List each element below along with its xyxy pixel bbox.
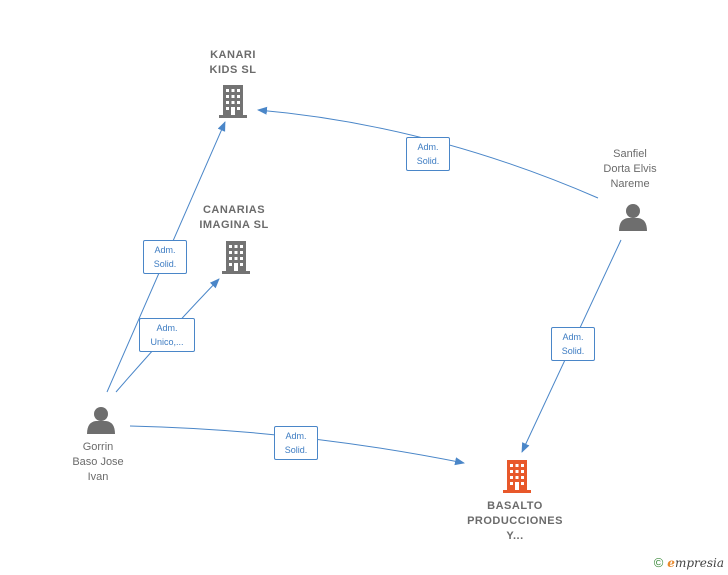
node-basalto-producciones[interactable]: BASALTO PRODUCCIONES Y... xyxy=(450,499,580,544)
edge-label-sanfiel-kanari[interactable]: Adm. Solid. xyxy=(406,137,450,171)
node-label-line: KIDS SL xyxy=(209,64,257,76)
edge-label-line: Solid. xyxy=(284,445,308,455)
node-label-line: IMAGINA SL xyxy=(199,219,269,231)
edge-label-line: Adm. xyxy=(562,332,584,342)
building-icon xyxy=(222,241,250,274)
edge-label-line: Adm. xyxy=(156,323,178,333)
node-canarias-imagina[interactable]: CANARIAS IMAGINA SL xyxy=(184,203,284,233)
edge-label-gorrin-basalto[interactable]: Adm. Solid. xyxy=(274,426,318,460)
node-label-line: Ivan xyxy=(87,471,109,483)
empresia-watermark: ©empresia xyxy=(654,555,724,570)
edge-label-line: Unico,... xyxy=(150,337,184,347)
edge-label-line: Solid. xyxy=(561,346,585,356)
node-label-line: Gorrin xyxy=(82,441,114,453)
edge-label-gorrin-canarias[interactable]: Adm. Unico,... xyxy=(139,318,195,352)
brand-initial: e xyxy=(667,556,675,570)
person-icon xyxy=(87,407,115,434)
node-label-line: Nareme xyxy=(610,178,650,190)
edge-label-line: Solid. xyxy=(416,156,440,166)
building-icon xyxy=(503,460,531,493)
node-sanfiel-dorta[interactable]: Sanfiel Dorta Elvis Nareme xyxy=(580,147,680,192)
node-label-line: BASALTO xyxy=(487,500,543,512)
node-label-line: Y... xyxy=(506,530,524,542)
edge-label-line: Adm. xyxy=(285,431,307,441)
edge-label-line: Solid. xyxy=(153,259,177,269)
node-kanari-kids[interactable]: KANARI KIDS SL xyxy=(183,48,283,78)
copyright-icon: © xyxy=(653,555,664,570)
node-label-line: Sanfiel xyxy=(613,148,647,160)
edge-label-line: Adm. xyxy=(154,245,176,255)
brand-rest: mpresia xyxy=(674,556,724,570)
person-icon xyxy=(619,204,647,231)
node-label-line: KANARI xyxy=(210,49,256,61)
edge-label-gorrin-kanari[interactable]: Adm. Solid. xyxy=(143,240,187,274)
node-label-line: Dorta Elvis xyxy=(603,163,657,175)
brand-logo: empresia xyxy=(667,556,724,570)
edge-label-sanfiel-basalto[interactable]: Adm. Solid. xyxy=(551,327,595,361)
node-label-line: Baso Jose xyxy=(72,456,124,468)
node-label-line: CANARIAS xyxy=(202,204,266,216)
node-gorrin-baso[interactable]: Gorrin Baso Jose Ivan xyxy=(48,440,148,485)
edge-label-line: Adm. xyxy=(417,142,439,152)
building-icon xyxy=(219,85,247,118)
node-label-line: PRODUCCIONES xyxy=(467,515,563,527)
